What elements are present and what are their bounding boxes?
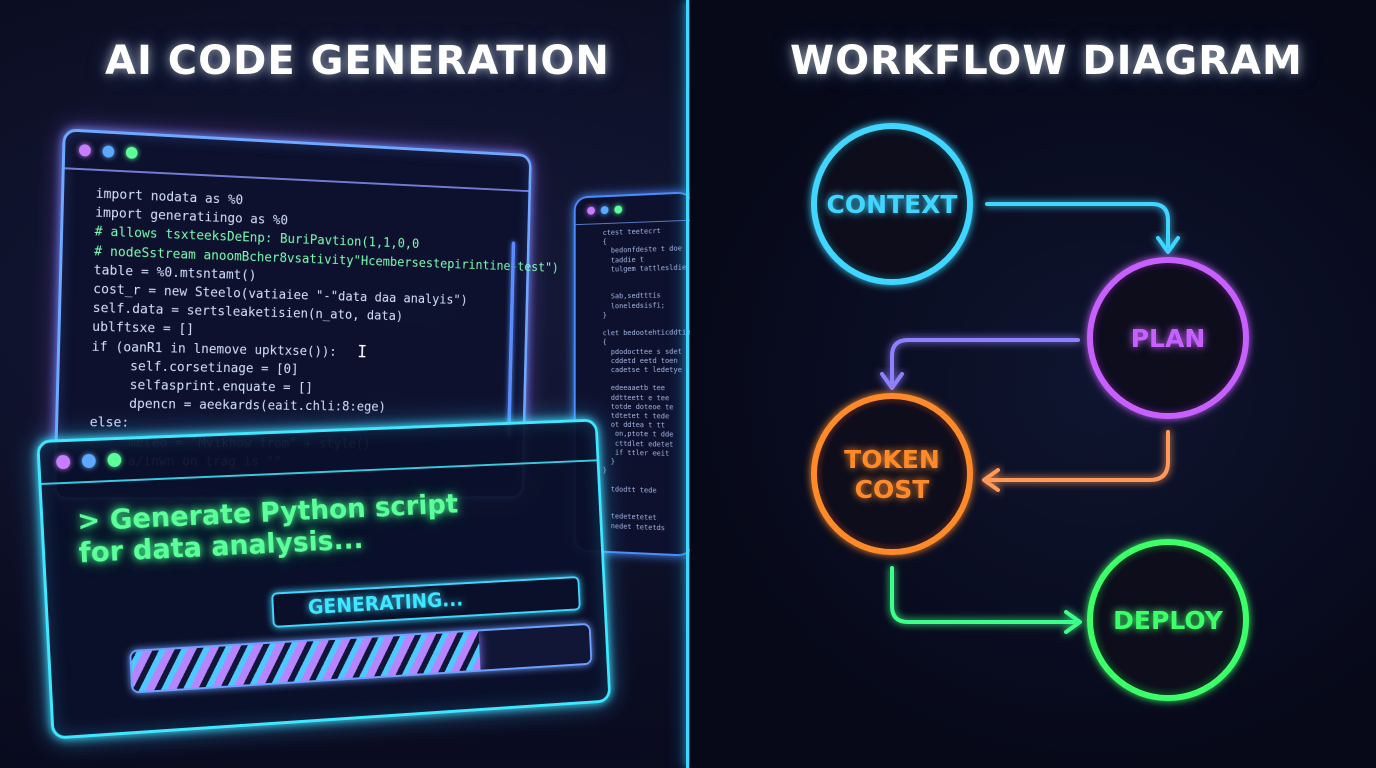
node-plan[interactable]: PLAN (1087, 257, 1249, 419)
edge-token_cost-to-deploy (890, 566, 1082, 634)
minimize-dot-icon[interactable] (81, 453, 97, 469)
node-circle (811, 123, 973, 285)
node-label: TOKEN (844, 445, 940, 474)
secondary-window-titlebar (575, 193, 692, 226)
text-cursor-icon: I (357, 341, 368, 363)
close-dot-icon[interactable] (587, 206, 595, 215)
arrowhead-icon (1156, 236, 1180, 254)
edge-line (890, 338, 1080, 384)
generating-status-box: GENERATING... (271, 576, 581, 628)
code-generation-title: AI CODE GENERATION (105, 38, 610, 84)
node-deploy[interactable]: DEPLOY (1087, 539, 1249, 701)
maximize-dot-icon[interactable] (125, 146, 138, 160)
arrowhead-icon (880, 372, 904, 390)
node-label: DEPLOY (1113, 606, 1224, 635)
code-generation-panel: AI CODE GENERATION ctest teetecrt { bedo… (0, 0, 692, 768)
close-dot-icon[interactable] (78, 144, 91, 157)
node-circle (1087, 539, 1249, 701)
workflow-diagram-title: WORKFLOW DIAGRAM (790, 38, 1303, 84)
node-label: COST (855, 475, 930, 504)
edge-line (985, 202, 1170, 248)
generation-progress-fill (131, 631, 481, 692)
node-circle (1087, 257, 1249, 419)
minimize-dot-icon[interactable] (600, 206, 609, 215)
node-context[interactable]: CONTEXT (811, 123, 973, 285)
arrowhead-icon (982, 468, 1000, 492)
minimize-dot-icon[interactable] (102, 145, 115, 158)
edge-line (988, 430, 1170, 482)
close-dot-icon[interactable] (55, 454, 71, 470)
node-label: PLAN (1131, 324, 1206, 353)
edge-plan-to-token_cost (982, 430, 1170, 492)
maximize-dot-icon[interactable] (614, 205, 623, 214)
edge-context-to-plan (985, 202, 1180, 254)
secondary-code-text: ctest teetecrt { bedonfdeste t doe taddi… (602, 226, 692, 532)
generating-status-label: GENERATING... (307, 587, 464, 620)
node-label: CONTEXT (827, 190, 958, 219)
prompt-window: > Generate Python script for data analys… (36, 418, 612, 740)
editor-titlebar (64, 131, 530, 193)
panel-divider (686, 0, 689, 768)
arrowhead-icon (1064, 610, 1082, 634)
maximize-dot-icon[interactable] (107, 452, 122, 468)
node-circle (811, 393, 973, 555)
edge-plan-to-token_cost (880, 338, 1080, 390)
prompt-input-text[interactable]: > Generate Python script for data analys… (76, 487, 459, 570)
edge-line (890, 566, 1076, 624)
generation-progress-bar (129, 622, 593, 694)
